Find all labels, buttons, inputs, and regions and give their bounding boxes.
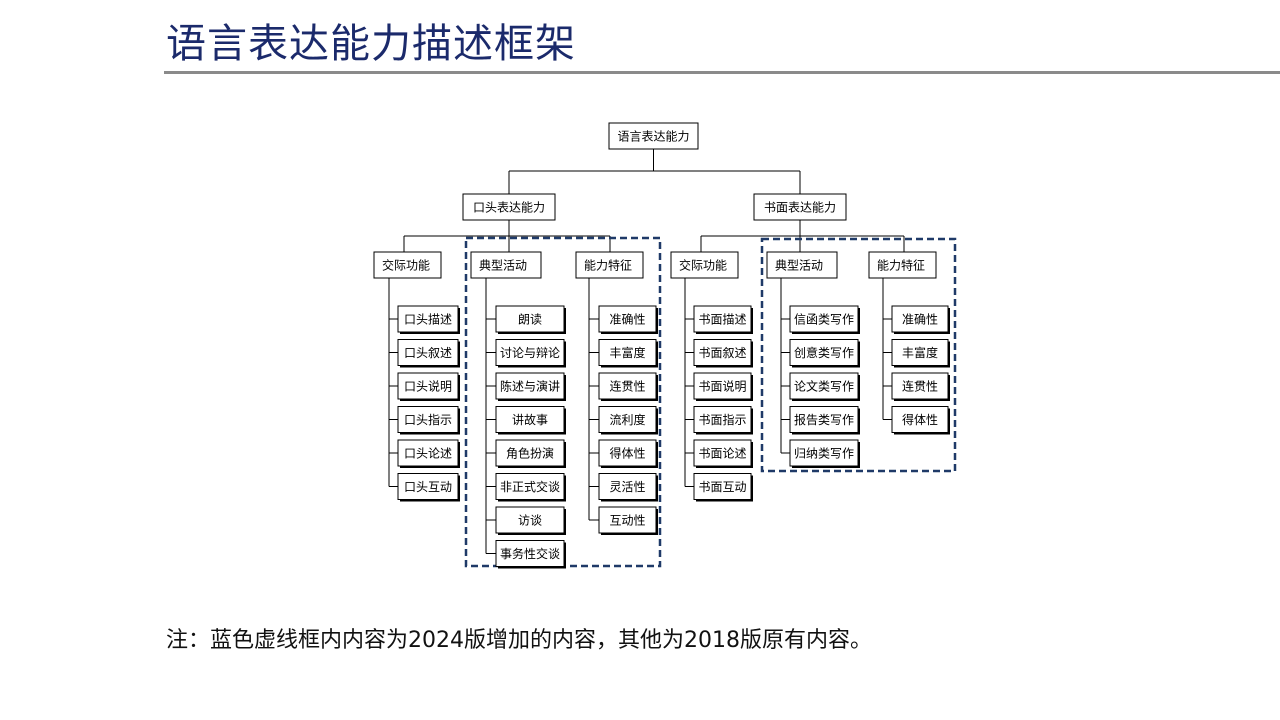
group-node: 典型活动 — [470, 251, 542, 279]
leaf-node-label: 书面互动 — [698, 480, 746, 494]
leaf-node: 口头指示 — [397, 406, 460, 435]
leaf-node: 丰富度 — [891, 339, 950, 368]
leaf-node: 书面互动 — [693, 473, 753, 502]
leaf-node: 书面说明 — [693, 372, 753, 401]
branch-node-label: 口头表达能力 — [473, 201, 545, 215]
leaf-node-label: 灵活性 — [609, 480, 645, 494]
leaf-node-label: 角色扮演 — [506, 446, 554, 461]
leaf-node-label: 得体性 — [609, 446, 645, 461]
leaf-node-label: 口头互动 — [404, 480, 452, 494]
group-node: 交际功能 — [373, 251, 442, 279]
group-node-label: 交际功能 — [382, 258, 430, 273]
leaf-node: 陈述与演讲 — [495, 372, 566, 401]
leaf-node: 讨论与辩论 — [495, 339, 566, 368]
leaf-node-label: 准确性 — [902, 313, 938, 327]
leaf-node: 得体性 — [891, 406, 950, 435]
connector-lines — [388, 149, 905, 554]
leaf-node: 口头描述 — [397, 305, 460, 334]
leaf-node-label: 朗读 — [518, 313, 542, 327]
leaf-node-label: 书面叙述 — [698, 346, 746, 360]
leaf-node-label: 报告类写作 — [794, 412, 854, 427]
leaf-node-label: 准确性 — [609, 313, 645, 327]
leaf-node-label: 流利度 — [609, 412, 645, 427]
leaf-node-label: 信函类写作 — [794, 313, 854, 327]
leaf-node: 口头叙述 — [397, 339, 460, 368]
leaf-node-label: 非正式交谈 — [500, 479, 560, 494]
leaf-node: 讲故事 — [495, 406, 566, 435]
group-node-label: 能力特征 — [584, 258, 632, 273]
leaf-node-label: 连贯性 — [609, 379, 645, 394]
leaf-node: 论文类写作 — [789, 372, 860, 401]
leaf-node: 流利度 — [598, 406, 658, 435]
leaf-node-label: 事务性交谈 — [500, 546, 560, 561]
group-node: 能力特征 — [868, 251, 937, 279]
leaf-node: 朗读 — [495, 305, 566, 334]
new-content-dashed-box — [760, 237, 957, 473]
title-rule — [164, 71, 1280, 74]
leaf-node-label: 讲故事 — [512, 412, 548, 427]
leaf-node-label: 书面描述 — [698, 313, 746, 327]
leaf-node: 归纳类写作 — [789, 439, 860, 468]
leaf-node-label: 连贯性 — [902, 379, 938, 394]
leaf-node-label: 陈述与演讲 — [500, 379, 560, 394]
leaf-node: 事务性交谈 — [495, 540, 566, 569]
leaf-node: 得体性 — [598, 439, 658, 468]
leaf-node: 信函类写作 — [789, 305, 860, 334]
leaf-node-label: 口头论述 — [404, 447, 452, 461]
leaf-node-label: 书面指示 — [698, 412, 746, 427]
leaf-node: 口头互动 — [397, 473, 460, 502]
leaf-node: 角色扮演 — [495, 439, 566, 468]
leaf-node-label: 讨论与辩论 — [500, 346, 560, 360]
branch-node: 书面表达能力 — [753, 193, 847, 221]
slide-title: 语言表达能力描述框架 — [166, 21, 576, 67]
leaf-node-label: 口头指示 — [404, 412, 452, 427]
leaf-node-label: 丰富度 — [902, 345, 938, 360]
leaf-node-label: 得体性 — [902, 412, 938, 427]
leaf-node-label: 口头描述 — [404, 313, 452, 327]
diagram-nodes: 语言表达能力口头表达能力交际功能口头描述口头叙述口头说明口头指示口头论述口头互动… — [373, 122, 950, 569]
group-node: 交际功能 — [670, 251, 739, 279]
root-node-label: 语言表达能力 — [617, 130, 689, 144]
group-node-label: 典型活动 — [479, 259, 527, 273]
leaf-node-label: 书面说明 — [698, 379, 746, 394]
leaf-node-label: 口头说明 — [404, 379, 452, 394]
leaf-node: 报告类写作 — [789, 406, 860, 435]
leaf-node: 准确性 — [891, 305, 950, 334]
group-node: 典型活动 — [766, 251, 838, 279]
leaf-node: 书面指示 — [693, 406, 753, 435]
branch-node: 口头表达能力 — [462, 193, 556, 221]
leaf-node-label: 访谈 — [518, 514, 542, 528]
leaf-node-label: 互动性 — [609, 514, 645, 528]
leaf-node: 灵活性 — [598, 473, 658, 502]
leaf-node: 互动性 — [598, 506, 658, 535]
leaf-node-label: 创意类写作 — [794, 345, 854, 360]
leaf-node: 书面叙述 — [693, 339, 753, 368]
leaf-node-label: 论文类写作 — [794, 379, 854, 394]
leaf-node: 口头说明 — [397, 372, 460, 401]
leaf-node-label: 书面论述 — [698, 447, 746, 461]
leaf-node: 书面论述 — [693, 439, 753, 468]
footnote: 注：蓝色虚线框内内容为2024版增加的内容，其他为2018版原有内容。 — [166, 628, 872, 653]
group-node: 能力特征 — [575, 251, 644, 279]
leaf-node-label: 归纳类写作 — [794, 447, 854, 461]
leaf-node: 非正式交谈 — [495, 473, 566, 502]
leaf-node: 连贯性 — [891, 372, 950, 401]
leaf-node: 丰富度 — [598, 339, 658, 368]
leaf-node: 访谈 — [495, 506, 566, 535]
group-node-label: 交际功能 — [679, 258, 727, 273]
leaf-node: 书面描述 — [693, 305, 753, 334]
group-node-label: 典型活动 — [775, 259, 823, 273]
branch-node-label: 书面表达能力 — [764, 201, 836, 215]
group-node-label: 能力特征 — [877, 258, 925, 273]
root-node: 语言表达能力 — [608, 122, 699, 150]
leaf-node-label: 丰富度 — [609, 345, 645, 360]
leaf-node: 创意类写作 — [789, 339, 860, 368]
leaf-node-label: 口头叙述 — [404, 346, 452, 360]
leaf-node: 口头论述 — [397, 439, 460, 468]
leaf-node: 准确性 — [598, 305, 658, 334]
leaf-node: 连贯性 — [598, 372, 658, 401]
